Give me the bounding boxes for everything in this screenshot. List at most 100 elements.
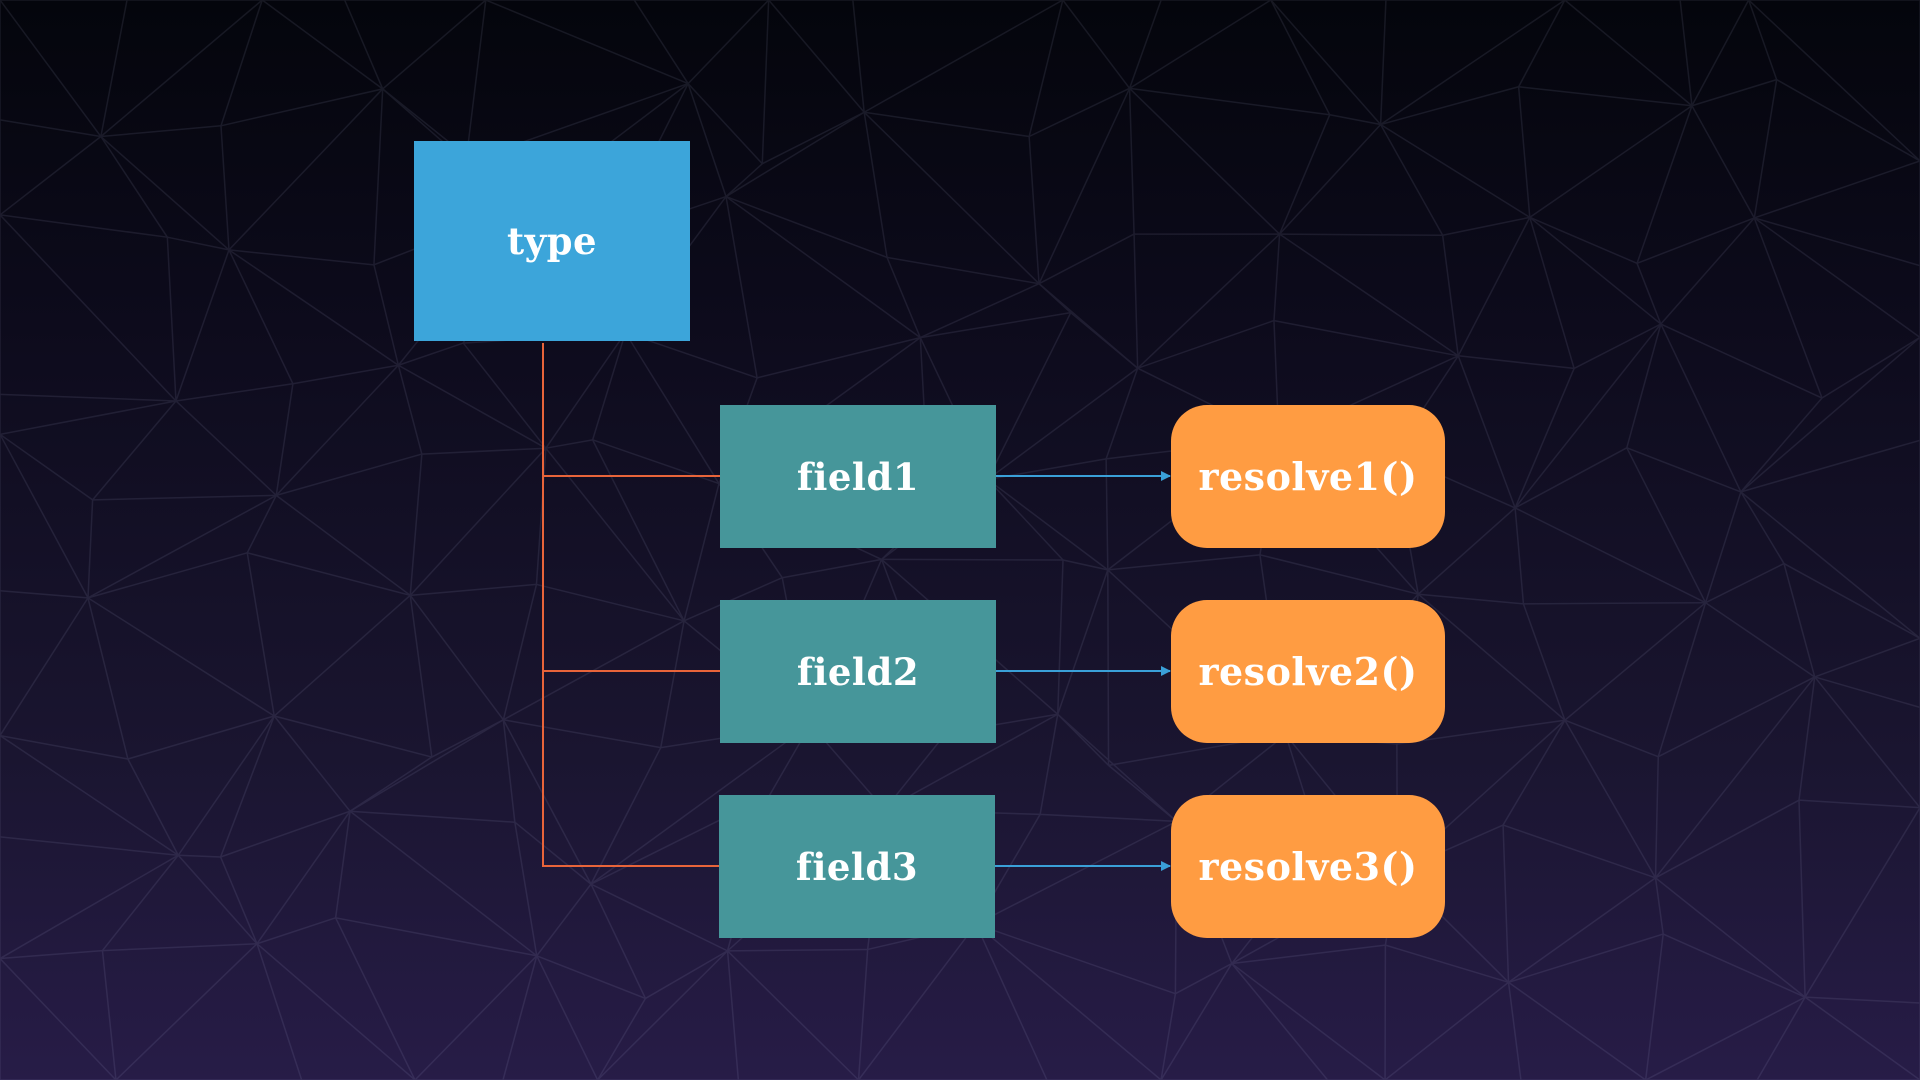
mesh-line [1679, 0, 1693, 106]
mesh-line [1705, 602, 1816, 678]
mesh-line [1754, 217, 1920, 267]
mesh-line [768, 0, 865, 113]
mesh-line [1517, 86, 1531, 218]
mesh-line [987, 478, 1109, 571]
mesh-line [274, 715, 433, 758]
mesh-line [1458, 355, 1575, 370]
mesh-line [1160, 963, 1233, 1080]
mesh-line [725, 163, 763, 198]
mesh-line [1814, 676, 1920, 809]
mesh-line [1514, 507, 1706, 604]
mesh-line [1747, 0, 1778, 80]
mesh-line [87, 597, 275, 717]
mesh-line [514, 822, 538, 956]
mesh-line [1657, 676, 1816, 758]
mesh-line [1038, 283, 1072, 314]
mesh-line [660, 620, 685, 748]
mesh-line [1704, 491, 1742, 603]
mesh-line [115, 943, 258, 1080]
mesh-line [596, 998, 647, 1080]
mesh-line [275, 383, 294, 496]
mesh-line [1564, 0, 1693, 107]
mesh-line [275, 364, 399, 496]
mesh-line [1657, 602, 1707, 757]
mesh-line [414, 955, 538, 1080]
mesh-line [1038, 88, 1131, 285]
mesh-line [1660, 217, 1755, 325]
mesh-line [1039, 714, 1059, 815]
mesh-line [1626, 447, 1707, 604]
mesh-line [1062, 559, 1108, 571]
mesh-line [1278, 114, 1331, 235]
mesh-line [725, 111, 865, 198]
mesh-line [1514, 507, 1525, 604]
mesh-line [127, 715, 275, 760]
mesh-line [1814, 676, 1920, 709]
mesh-line [92, 400, 177, 501]
field2-node: field2 [720, 600, 996, 743]
mesh-line [1418, 593, 1524, 605]
mesh-line [167, 236, 230, 251]
mesh-line [100, 125, 222, 138]
mesh-line [1062, 0, 1131, 89]
mesh-line [1380, 0, 1566, 126]
mesh-line [1040, 813, 1177, 823]
mesh-line [1379, 124, 1444, 236]
mesh-line [1508, 877, 1656, 983]
mesh-line [1128, 0, 1162, 89]
mesh-line [1273, 319, 1459, 357]
mesh-line [409, 595, 433, 758]
mesh-line [92, 494, 277, 501]
mesh-line [591, 332, 627, 441]
mesh-line [246, 495, 277, 554]
mesh-line [536, 955, 599, 1080]
mesh-line [0, 400, 177, 436]
mesh-line [256, 943, 416, 1080]
mesh-line [1644, 933, 1664, 1080]
mesh-line [1654, 676, 1816, 879]
mesh-line [1384, 981, 1509, 1080]
mesh-line [334, 811, 351, 918]
mesh-line [349, 756, 433, 812]
mesh-line [597, 950, 729, 1080]
mesh-line [1636, 263, 1662, 325]
mesh-line [334, 917, 416, 1080]
mesh-line [863, 0, 1064, 113]
mesh-line [1814, 637, 1920, 678]
mesh-line [349, 719, 504, 812]
mesh-line [975, 820, 1177, 925]
mesh-line [1529, 105, 1693, 218]
mesh-line [1564, 602, 1707, 721]
resolve2-node: resolve2() [1171, 600, 1445, 743]
mesh-line [1655, 877, 1806, 998]
mesh-line [1783, 562, 1920, 639]
mesh-line [1529, 216, 1638, 265]
mesh-line [987, 478, 1064, 561]
mesh-line [1508, 981, 1647, 1080]
mesh-line [782, 558, 882, 579]
mesh-line [175, 400, 277, 496]
mesh-line [1508, 933, 1664, 984]
mesh-line [1279, 233, 1443, 237]
mesh-line [1105, 367, 1139, 460]
mesh-line [0, 135, 102, 216]
mesh-line [1417, 507, 1516, 595]
mesh-line [590, 723, 811, 885]
mesh-line [1523, 601, 1706, 605]
mesh-line [87, 552, 248, 599]
mesh-line [536, 955, 646, 1000]
mesh-line [920, 311, 1071, 339]
mesh-line [409, 594, 504, 721]
mesh-line [1518, 85, 1693, 107]
mesh-line [1502, 825, 1510, 983]
mesh-line [1457, 355, 1516, 509]
mesh-line [397, 364, 547, 449]
mesh-line [1705, 562, 1785, 604]
mesh-line [1654, 756, 1660, 878]
mesh-line [987, 367, 1139, 481]
mesh-line [1636, 105, 1693, 264]
mesh-line [1626, 323, 1662, 448]
mesh-line [975, 923, 1162, 1080]
mesh-line [1379, 0, 1387, 125]
